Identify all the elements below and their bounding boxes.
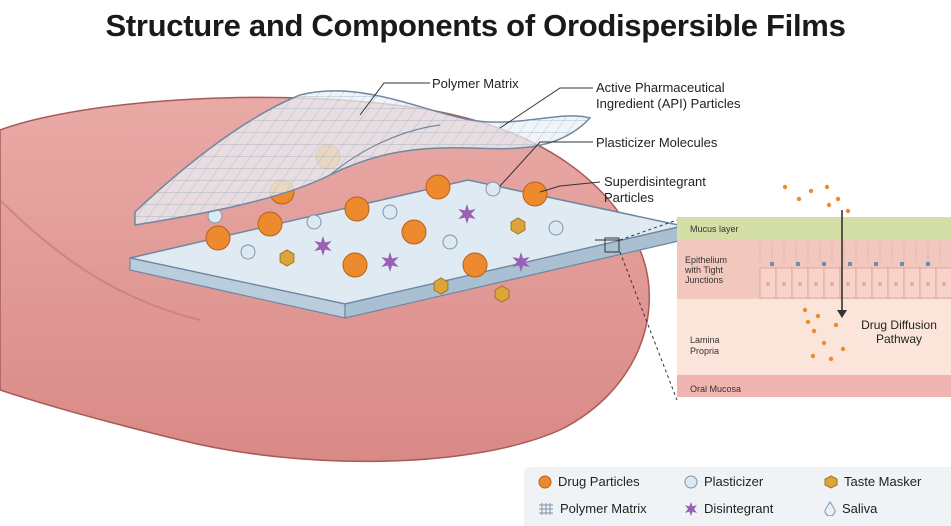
diffusing-drug-dot xyxy=(812,329,816,333)
drug-particle xyxy=(402,220,426,244)
legend-item-drug-particles: Drug Particles xyxy=(538,474,640,489)
diffusing-drug-dot xyxy=(797,197,801,201)
legend-label: Polymer Matrix xyxy=(560,501,647,516)
drug-particle xyxy=(463,253,487,277)
legend-label: Plasticizer xyxy=(704,474,763,489)
legend-item-saliva: Saliva xyxy=(824,501,877,516)
diffusing-drug-dot xyxy=(816,314,820,318)
cell-nucleus xyxy=(926,282,930,286)
diffusing-drug-dot xyxy=(806,320,810,324)
plasticizer-molecule xyxy=(486,182,500,196)
label-epithelium-2: with Tight xyxy=(685,265,723,275)
cell-nucleus xyxy=(846,282,850,286)
plasticizer-icon xyxy=(684,475,698,489)
diffusing-drug-dot xyxy=(846,209,850,213)
cell-nucleus xyxy=(766,282,770,286)
cell-nucleus xyxy=(942,282,946,286)
legend-label: Drug Particles xyxy=(558,474,640,489)
legend: Drug Particles Plasticizer Taste Masker … xyxy=(524,467,951,526)
label-superdisintegrant-line1: Superdisintegrant xyxy=(604,174,706,190)
tight-junction xyxy=(822,262,826,266)
page-title: Structure and Components of Orodispersib… xyxy=(0,8,951,44)
cell-nucleus xyxy=(830,282,834,286)
label-api-line1: Active Pharmaceutical xyxy=(596,80,725,96)
taste-masker-icon xyxy=(824,475,838,489)
diffusing-drug-dot xyxy=(825,185,829,189)
diffusing-drug-dot xyxy=(829,357,833,361)
saliva-icon xyxy=(824,501,836,516)
polymer-matrix-icon xyxy=(538,502,554,516)
label-oral-mucosa: Oral Mucosa xyxy=(690,384,741,394)
tight-junction xyxy=(926,262,930,266)
mucosa-inset xyxy=(677,185,951,397)
drug-particle xyxy=(206,226,230,250)
diffusing-drug-dot xyxy=(811,354,815,358)
plasticizer-molecule xyxy=(307,215,321,229)
tight-junction xyxy=(900,262,904,266)
cell-nucleus xyxy=(910,282,914,286)
legend-item-taste-masker: Taste Masker xyxy=(824,474,921,489)
cell-nucleus xyxy=(782,282,786,286)
label-epithelium-3: Junctions xyxy=(685,275,723,285)
label-lamina-1: Lamina xyxy=(690,335,720,345)
cell-nucleus xyxy=(798,282,802,286)
cell-nucleus xyxy=(814,282,818,286)
legend-label: Taste Masker xyxy=(844,474,921,489)
legend-label: Disintegrant xyxy=(704,501,773,516)
drug-particle-icon xyxy=(538,475,552,489)
cell-nucleus xyxy=(878,282,882,286)
diffusing-drug-dot xyxy=(841,347,845,351)
drug-particle xyxy=(343,253,367,277)
label-superdisintegrant-line2: Particles xyxy=(604,190,654,206)
label-mucus-layer: Mucus layer xyxy=(690,224,739,234)
taste-masker xyxy=(434,278,448,294)
legend-item-plasticizer: Plasticizer xyxy=(684,474,763,489)
plasticizer-molecule xyxy=(443,235,457,249)
diffusing-drug-dot xyxy=(827,203,831,207)
label-polymer-matrix: Polymer Matrix xyxy=(432,76,519,92)
diffusing-drug-dot xyxy=(836,197,840,201)
plasticizer-molecule xyxy=(549,221,563,235)
drug-particle xyxy=(345,197,369,221)
legend-label: Saliva xyxy=(842,501,877,516)
plasticizer-molecule xyxy=(383,205,397,219)
disintegrant-icon xyxy=(684,502,698,516)
diffusing-drug-dot xyxy=(822,341,826,345)
drug-particle xyxy=(258,212,282,236)
diffusing-drug-dot xyxy=(809,189,813,193)
tight-junction xyxy=(848,262,852,266)
drug-particle xyxy=(426,175,450,199)
cell-nucleus xyxy=(894,282,898,286)
label-plasticizer-molecules: Plasticizer Molecules xyxy=(596,135,717,151)
cell-nucleus xyxy=(862,282,866,286)
tight-junction xyxy=(874,262,878,266)
tight-junction xyxy=(770,262,774,266)
legend-item-disintegrant: Disintegrant xyxy=(684,501,773,516)
label-diffusion-2: Pathway xyxy=(848,332,950,346)
diffusing-drug-dot xyxy=(803,308,807,312)
diffusing-drug-dot xyxy=(834,323,838,327)
taste-masker xyxy=(280,250,294,266)
plasticizer-molecule xyxy=(241,245,255,259)
label-diffusion-1: Drug Diffusion xyxy=(848,318,950,332)
taste-masker xyxy=(511,218,525,234)
diffusing-drug-dot xyxy=(783,185,787,189)
legend-item-polymer-matrix: Polymer Matrix xyxy=(538,501,647,516)
drug-particle xyxy=(523,182,547,206)
taste-masker xyxy=(495,286,509,302)
label-api-line2: Ingredient (API) Particles xyxy=(596,96,741,112)
label-lamina-2: Propria xyxy=(690,346,719,356)
label-epithelium-1: Epithelium xyxy=(685,255,727,265)
tight-junction xyxy=(796,262,800,266)
